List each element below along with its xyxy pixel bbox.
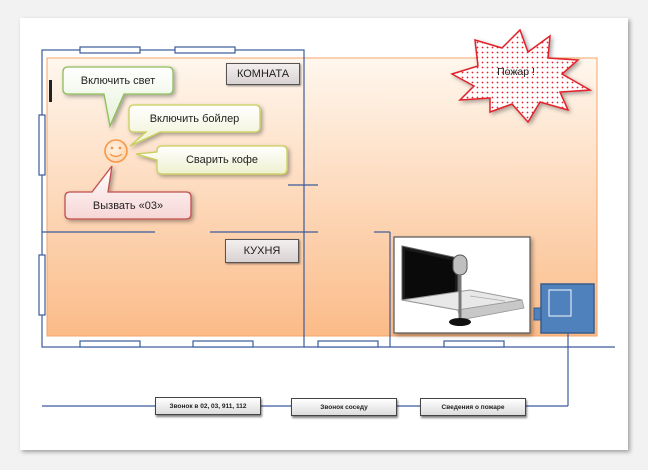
walls: [38, 46, 615, 348]
laptop-microphone-picture: [393, 236, 531, 334]
command-light[interactable]: Включить свет: [80, 74, 156, 87]
command-coffee[interactable]: Сварить кофе: [185, 154, 259, 166]
command-boiler[interactable]: Включить бойлер: [149, 112, 240, 125]
fire-info-button[interactable]: Сведения о пожаре: [420, 398, 526, 416]
bubble-boiler: [128, 104, 261, 147]
bubble-coffee: [135, 145, 288, 175]
bubble-call: [64, 165, 192, 220]
command-call[interactable]: Вызвать «03»: [92, 199, 164, 212]
emergency-call-button[interactable]: Звонок в 02, 03, 911, 112: [155, 397, 261, 415]
fire-alert-burst: [450, 28, 593, 124]
room-label-komnata: КОМНАТА: [226, 63, 300, 85]
fire-alert-text: Пожар !: [497, 66, 535, 78]
laptop-icon: [401, 245, 525, 321]
bubble-light: [62, 66, 174, 129]
control-unit-icon: [533, 283, 595, 334]
room-label-kitchen: КУХНЯ: [225, 239, 299, 263]
microphone-icon: [449, 254, 471, 326]
smiley-face-icon: [104, 139, 128, 163]
left-door-mark: [49, 80, 52, 102]
neighbor-call-button[interactable]: Звонок соседу: [291, 398, 397, 416]
